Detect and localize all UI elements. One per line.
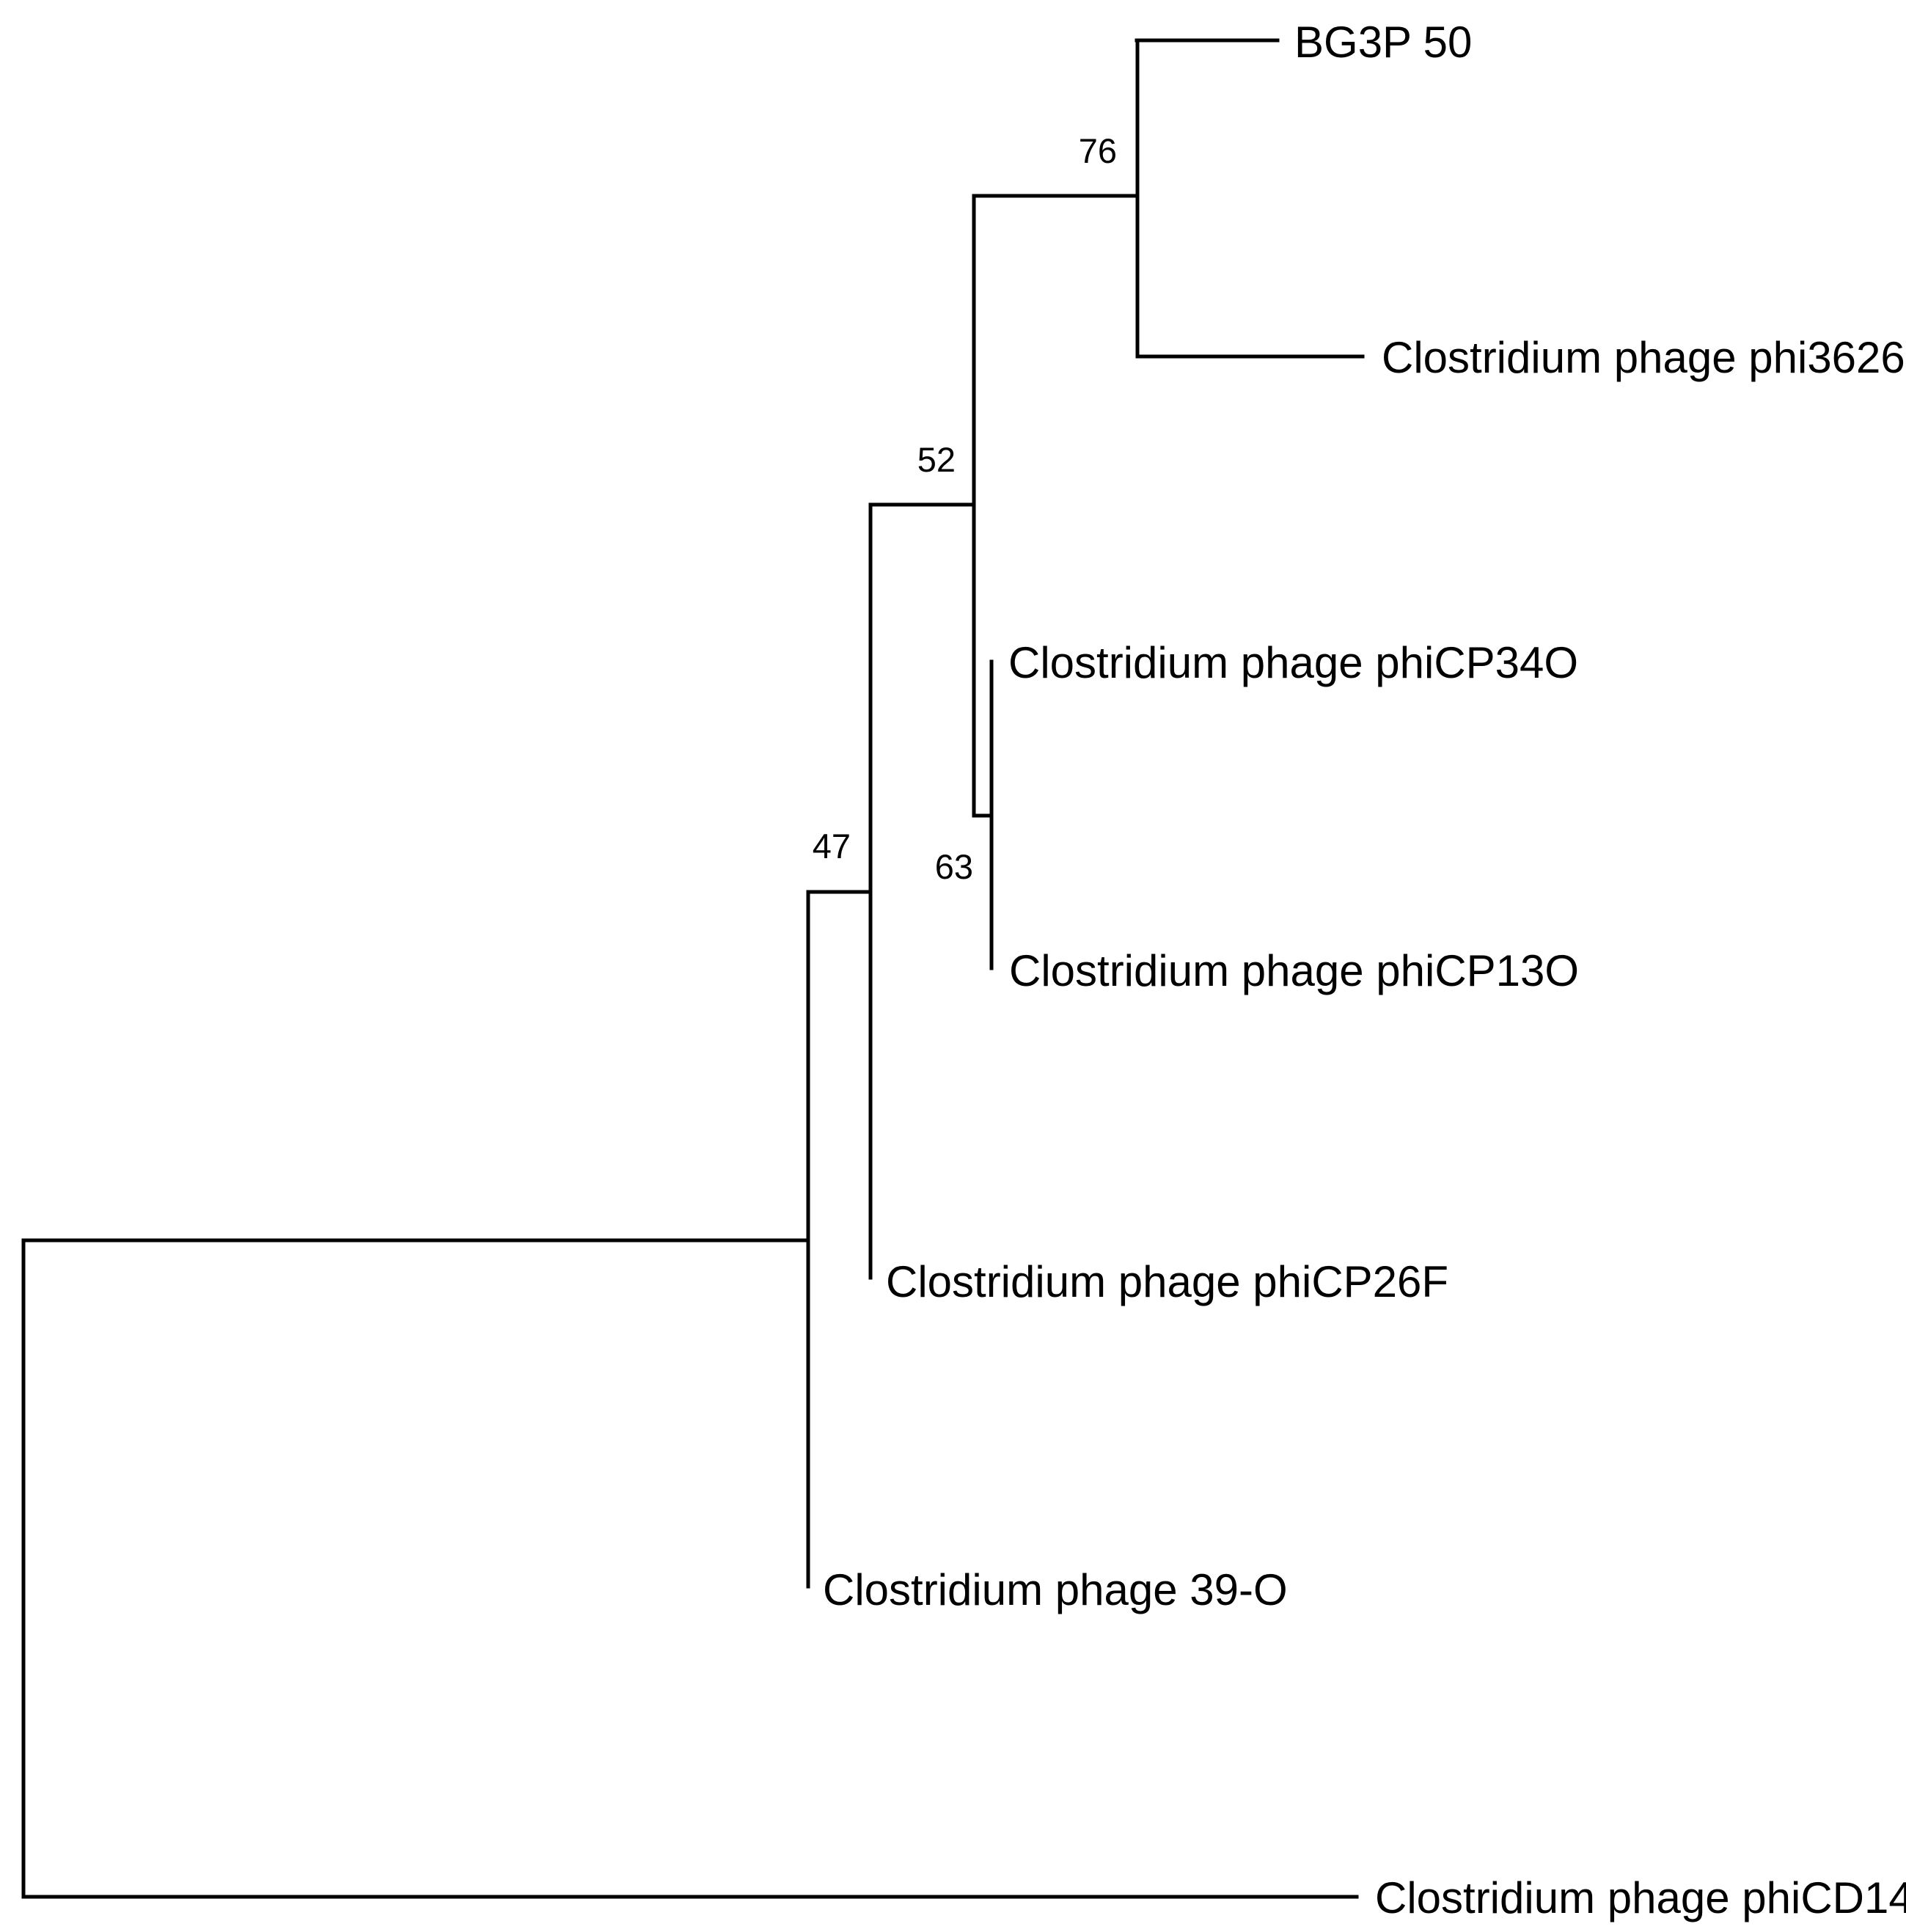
- support-52: 52: [917, 440, 956, 479]
- support-76: 76: [1079, 131, 1117, 170]
- taxon-phicp26f: Clostridium phage phiCP26F: [886, 1257, 1448, 1306]
- support-63: 63: [935, 847, 973, 886]
- taxon-phicp34o: Clostridium phage phiCP34O: [1008, 638, 1578, 687]
- taxon-phicp13o: Clostridium phage phiCP13O: [1009, 946, 1579, 995]
- taxon-bg3p-50: BG3P 50: [1294, 18, 1472, 67]
- taxon-39-o: Clostridium phage 39-O: [823, 1565, 1288, 1614]
- support-47: 47: [813, 827, 851, 866]
- taxon-phi3626: Clostridium phage phi3626: [1382, 333, 1905, 382]
- taxon-phicd14: Clostridium phage phiCD14: [1375, 1873, 1906, 1922]
